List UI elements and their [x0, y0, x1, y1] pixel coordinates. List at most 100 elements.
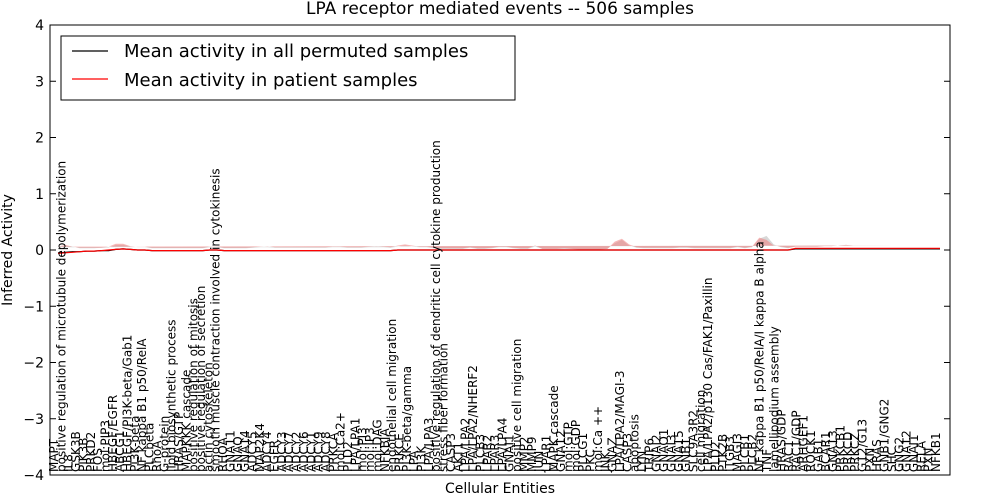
entity-label: ADCY5: [245, 431, 259, 472]
entity-label: PLCG1: [576, 433, 590, 472]
entity-label: ADCY2: [290, 431, 304, 472]
entity-label: PI3K-beta: [128, 416, 142, 472]
entity-label: actin cytoskeleton: [201, 362, 215, 472]
entity-label: IL8: [62, 454, 76, 472]
entity-label: LPAR3: [488, 435, 502, 472]
entity-label: ADCY3: [275, 431, 289, 472]
entity-label: mol:GTP: [562, 422, 576, 472]
entity-label: lipid biosynthetic process: [165, 319, 179, 472]
y-axis-label: Inferred Activity: [0, 194, 16, 306]
entity-label: BCAR1: [819, 431, 833, 472]
entity-label: ADCY7: [282, 431, 296, 472]
y-tick-label: −1: [23, 299, 44, 315]
entity-label: positive regulation of mitosis: [187, 298, 201, 472]
entity-label: NF kappa B1 p50/RelA/I kappa B alpha: [753, 241, 767, 472]
entity-label: MAP2K4: [253, 423, 267, 472]
confidence-bands: [58, 235, 919, 250]
entity-label: GNA11: [223, 430, 237, 472]
y-tick-label: −3: [23, 412, 44, 428]
y-tick-label: 3: [35, 74, 44, 90]
entity-label: NF kappa B1 p50/RelA: [135, 338, 149, 472]
entity-label: PXN: [922, 448, 936, 472]
entity-label: PLD2: [709, 441, 723, 472]
entity-label: GNAZ: [606, 437, 620, 472]
entity-label: PTK2B: [716, 434, 730, 472]
entity-label: ADCY8: [319, 431, 333, 472]
entity-label: G12/G13: [856, 419, 870, 472]
patient-mean-line: [57, 247, 940, 254]
entity-label: mol:Ca2+: [334, 412, 348, 472]
legend-label-patient: Mean activity in patient samples: [124, 70, 418, 91]
entity-label: LPA/LPA2/NHERF2: [466, 365, 480, 472]
y-tick-label: −2: [23, 356, 44, 372]
entity-label: mol:PIP3: [99, 420, 113, 472]
series-lines: [57, 247, 940, 254]
entity-label: PI3K: [415, 445, 429, 472]
y-tick-label: 0: [35, 243, 44, 259]
entity-label: PRKCZ: [848, 433, 862, 472]
entity-label: PI3K-beta/gamma: [400, 366, 414, 472]
plot-frame: [49, 24, 951, 476]
entity-label: LPAR1: [540, 435, 554, 472]
entity-label: LPA/LPA2/MAGI-3: [613, 370, 627, 472]
y-tick-label: −4: [23, 468, 44, 484]
entity-label: PIK3B: [76, 437, 90, 472]
entity-label: SLC9A3R2: [687, 410, 701, 472]
entity-label: PLD2: [341, 441, 355, 472]
entity-label: GNB1/GNG2: [878, 399, 892, 472]
entity-label: NFKBIA: [378, 428, 392, 473]
entity-label: endothelial cell migration: [385, 319, 399, 472]
entity-label: LPA/LPA2: [459, 418, 473, 472]
legend-box: [60, 35, 516, 101]
entity-label: SHC: [885, 447, 899, 472]
entity-label: GNAQ: [231, 436, 245, 472]
entity-label: ARHGEF1: [797, 415, 811, 472]
entity-label: GNAO1: [657, 429, 671, 472]
entity-label: JNK: [598, 451, 612, 474]
entity-label: EGFR: [268, 440, 282, 472]
entity-label: mol:IP3: [363, 427, 377, 472]
entity-label: stress fiber formation: [437, 343, 451, 472]
entity-label: RAC1/GDP: [789, 410, 803, 472]
entity-label: HBEGF/PI3K-beta/Gab1: [121, 335, 135, 472]
entity-label: HRAS/GDP: [775, 409, 789, 472]
y-tick-label: 4: [35, 18, 44, 34]
entity-label: PRKCD: [841, 432, 855, 472]
entity-label: PXN: [863, 448, 877, 472]
entity-label: G-protein: [157, 416, 171, 472]
entity-label: PLCB2: [745, 434, 759, 472]
entity-label: mol:DAG: [370, 419, 384, 472]
entity-label: JUN: [532, 451, 546, 473]
entity-label: HBEGF/EGFR: [106, 395, 120, 472]
entity-label: GNAI2: [650, 434, 664, 472]
entity-label: lamellipodium assembly: [767, 326, 781, 472]
entity-label: LPA/LPA4: [495, 418, 509, 472]
entity-label: PRKCA: [326, 432, 340, 472]
entity-label: HRAS/GTP: [172, 412, 186, 472]
entity-label: CASP3: [620, 433, 634, 472]
entity-label: positive cell migration: [510, 339, 524, 472]
entity-label: MAPK cascade: [547, 385, 561, 472]
entity-label: PRKCB1: [834, 425, 848, 472]
entity-label: PLCbeta: [143, 423, 157, 472]
entity-label: ABCG1: [113, 431, 127, 473]
entity-label: MAGI3: [731, 433, 745, 472]
entity-label: RhoA: [150, 440, 164, 472]
entity-label: PRKD2: [84, 432, 98, 472]
entity-label: AKT1: [451, 442, 465, 472]
legend-label-permuted: Mean activity in all permuted samples: [124, 41, 468, 62]
entity-label: ITGB3: [723, 436, 737, 472]
entity-label: ADCY4: [260, 431, 274, 472]
entity-label: GNAI3: [664, 434, 678, 472]
entity-label: mol:Ca ++: [591, 406, 605, 472]
entity-label: PLCB3: [473, 434, 487, 472]
entity-label: positive regulation of dendritic cell cy…: [429, 140, 443, 472]
x-axis-label: Cellular Entities: [445, 481, 555, 497]
entity-label: GNB1: [679, 438, 693, 472]
entity-label: GNA14: [238, 430, 252, 472]
entity-label: ADCY1: [304, 431, 318, 472]
entity-label: LPA: [407, 450, 421, 472]
entity-label: CASP3: [444, 433, 458, 472]
